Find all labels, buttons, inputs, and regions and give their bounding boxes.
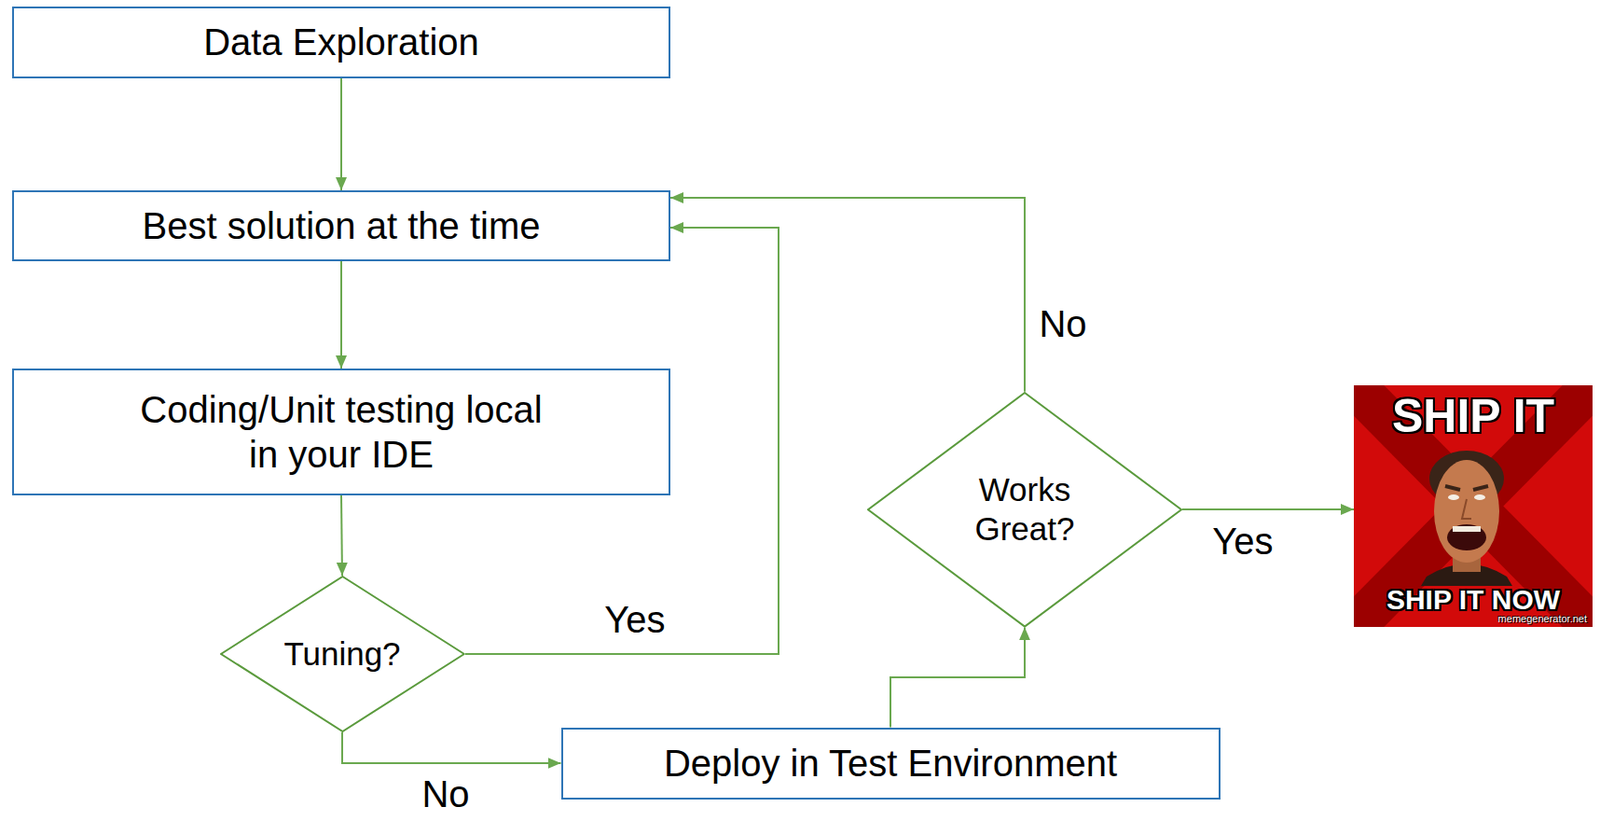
edge-label: No	[418, 772, 472, 815]
node-text: Works Great?	[959, 469, 1090, 549]
meme-nose	[1462, 498, 1472, 519]
meme-eye	[1474, 494, 1486, 500]
meme-face	[1434, 459, 1500, 563]
node-text: Tuning?	[283, 634, 400, 674]
meme-mouth	[1447, 524, 1487, 551]
node-text: Coding/Unit testing local in your IDE	[136, 386, 547, 477]
flow-arrow	[340, 261, 343, 369]
diamond-shape	[220, 576, 465, 732]
edge-label: Yes	[601, 597, 668, 641]
meme-caption: memegenerator.net	[1498, 613, 1587, 624]
meme-eye	[1448, 494, 1460, 500]
meme-teeth	[1452, 525, 1481, 532]
node-text: Deploy in Test Environment	[663, 740, 1118, 786]
meme-background	[1353, 385, 1593, 627]
flow-arrow	[340, 495, 344, 576]
flow-arrow	[340, 78, 343, 192]
meme-caption: SHIP IT NOW	[1386, 585, 1560, 614]
process-box: Coding/Unit testing local in your IDE	[12, 368, 671, 496]
edge-label: No	[1035, 302, 1090, 345]
node-text: Data Exploration	[203, 19, 480, 65]
meme-stripe	[1353, 385, 1593, 627]
meme-stripe	[1353, 385, 1593, 627]
diamond-shape	[868, 392, 1182, 627]
process-box: Best solution at the time	[12, 190, 671, 262]
decision-diamond: Works Great?	[867, 391, 1183, 628]
meme-brows	[1445, 485, 1489, 490]
process-box: Deploy in Test Environment	[561, 727, 1221, 800]
flow-arrow	[670, 197, 1025, 392]
flow-arrow	[1182, 508, 1354, 511]
meme-caption: SHIP IT	[1392, 392, 1555, 440]
decision-diamond: Tuning?	[220, 575, 466, 732]
process-box: Data Exploration	[12, 6, 671, 79]
node-text: Best solution at the time	[142, 203, 541, 249]
meme-image: SHIP IT SHIP IT NOWmemegenerator.net	[1353, 385, 1593, 627]
diamond-outline	[867, 391, 1183, 628]
flow-arrow	[890, 626, 1025, 727]
edge-label: Yes	[1209, 519, 1276, 563]
flow-arrow	[342, 731, 562, 763]
